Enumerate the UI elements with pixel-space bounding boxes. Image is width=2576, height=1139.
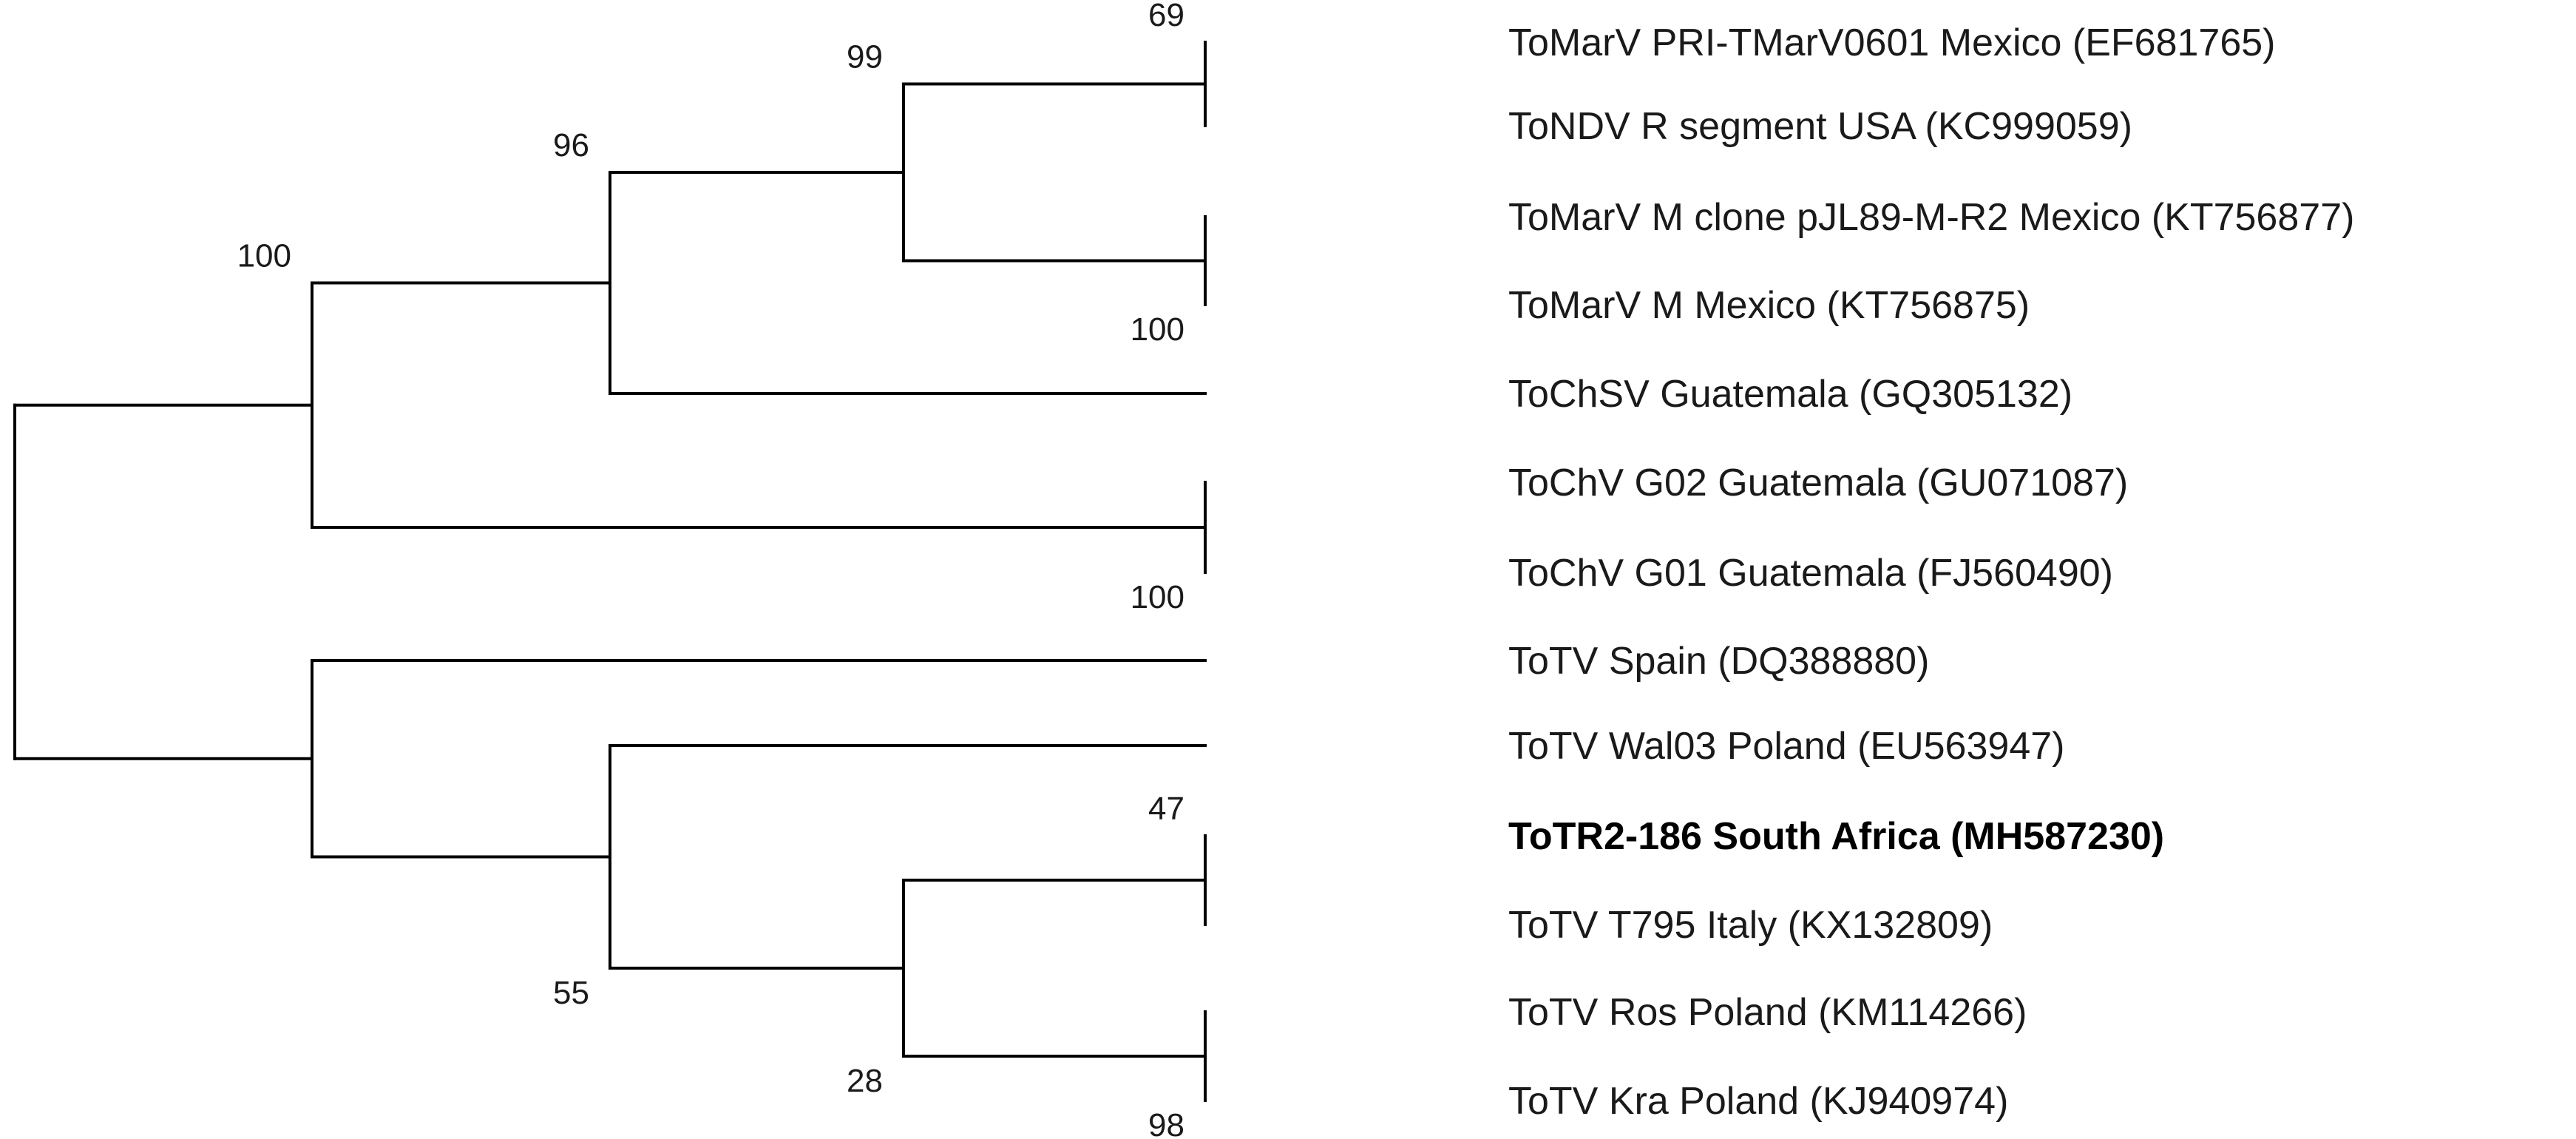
leaf-label: ToMarV M clone pJL89-M-R2 Mexico (KT7568… [1508, 196, 2354, 239]
bootstrap-value: 100 [237, 238, 291, 274]
leaf-label: ToChSV Guatemala (GQ305132) [1508, 373, 2072, 416]
bootstrap-value: 100 [1131, 311, 1184, 348]
leaf-label: ToTV T795 Italy (KX132809) [1508, 904, 1993, 947]
leaf-label: ToTV Kra Poland (KJ940974) [1508, 1080, 2008, 1123]
leaf-label: ToTV Ros Poland (KM114266) [1508, 991, 2027, 1034]
bootstrap-value: 96 [553, 127, 589, 163]
bootstrap-value: 55 [553, 975, 589, 1011]
leaf-label: ToMarV M Mexico (KT756875) [1508, 284, 2030, 327]
tree-branches [13, 41, 1207, 1102]
bootstrap-value: 69 [1148, 0, 1184, 33]
bootstrap-value: 100 [1131, 579, 1184, 615]
bootstrap-value: 98 [1148, 1107, 1184, 1139]
leaf-label: ToTV Wal03 Poland (EU563947) [1508, 725, 2064, 768]
leaf-label: ToMarV PRI-TMarV0601 Mexico (EF681765) [1508, 21, 2276, 64]
bootstrap-value: 28 [847, 1063, 883, 1099]
bootstrap-values: 69 100 99 96 100 100 47 98 28 55 [237, 0, 1184, 1139]
bootstrap-value: 99 [847, 39, 883, 75]
leaf-label: ToTV Spain (DQ388880) [1508, 640, 1929, 683]
leaf-label: ToTR2-186 South Africa (MH587230) [1508, 815, 2164, 858]
leaf-label: ToChV G01 Guatemala (FJ560490) [1508, 552, 2113, 595]
leaf-label: ToNDV R segment USA (KC999059) [1508, 105, 2132, 148]
leaf-labels: ToMarV PRI-TMarV0601 Mexico (EF681765) To… [1508, 21, 2354, 1123]
bootstrap-value: 47 [1148, 791, 1184, 827]
leaf-label: ToChV G02 Guatemala (GU071087) [1508, 462, 2128, 504]
